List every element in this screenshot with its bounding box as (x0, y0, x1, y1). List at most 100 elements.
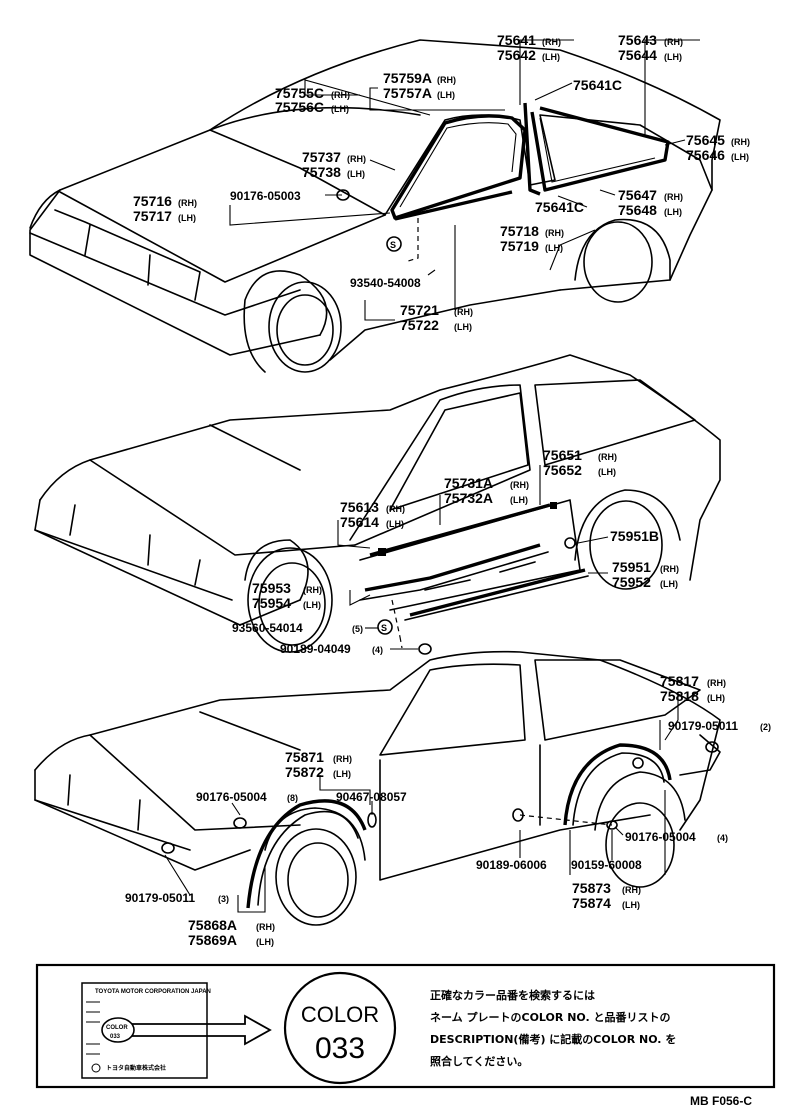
part-75737: 75737 (302, 149, 341, 165)
part-90467-08057: 90467-08057 (336, 790, 407, 804)
part-75952: 75952 (612, 574, 651, 590)
part-75647: 75647 (618, 187, 657, 203)
part-90189-04049: 90189-04049 (280, 642, 351, 656)
part-75641: 75641 (497, 32, 536, 48)
svg-text:(LH): (LH) (303, 600, 321, 610)
car-illustration-middle: S (34, 354, 721, 655)
svg-text:(RH): (RH) (510, 480, 529, 490)
svg-text:(RH): (RH) (331, 90, 350, 100)
part-75869A: 75869A (188, 932, 237, 948)
svg-text:(RH): (RH) (333, 754, 352, 764)
svg-text:(RH): (RH) (622, 885, 641, 895)
color-badge-title: COLOR (301, 1002, 379, 1027)
part-75719: 75719 (500, 238, 539, 254)
plate-footer: トヨタ自動車株式会社 (106, 1064, 166, 1072)
plate-color-number: 033 (110, 1034, 121, 1040)
part-75721: 75721 (400, 302, 439, 318)
part-75759A: 75759A (383, 70, 432, 86)
section1-leaders (229, 39, 700, 321)
svg-text:(LH): (LH) (333, 769, 351, 779)
part-93560-54014: 93560-54014 (232, 621, 303, 635)
svg-text:(LH): (LH) (664, 207, 682, 217)
svg-text:(LH): (LH) (664, 52, 682, 62)
part-75652: 75652 (543, 462, 582, 478)
part-75642: 75642 (497, 47, 536, 63)
part-75651: 75651 (543, 447, 582, 463)
svg-text:(LH): (LH) (386, 519, 404, 529)
plate-header: TOYOTA MOTOR CORPORATION JAPAN (95, 989, 211, 995)
color-note-text: 正確なカラー品番を検索するには ネーム プレートのCOLOR NO. と品番リス… (430, 988, 676, 1068)
car-illustration-top: S (29, 39, 721, 373)
svg-text:(LH): (LH) (256, 937, 274, 947)
svg-text:(RH): (RH) (545, 228, 564, 238)
svg-text:(RH): (RH) (660, 564, 679, 574)
part-75953: 75953 (252, 580, 291, 596)
plate-color-word: COLOR (106, 1025, 128, 1031)
part-90176-05004-right: 90176-05004 (625, 830, 696, 844)
part-90176-05004-left: 90176-05004 (196, 790, 267, 804)
svg-text:(RH): (RH) (707, 678, 726, 688)
svg-text:(LH): (LH) (347, 169, 365, 179)
svg-text:(5): (5) (352, 624, 363, 634)
part-75818: 75818 (660, 688, 699, 704)
svg-text:(RH): (RH) (731, 137, 750, 147)
part-75873: 75873 (572, 880, 611, 896)
part-75868A: 75868A (188, 917, 237, 933)
part-75757A: 75757A (383, 85, 432, 101)
svg-text:(2): (2) (760, 722, 771, 732)
note-line-1: 正確なカラー品番を検索するには (430, 988, 595, 1002)
color-badge: COLOR 033 (283, 971, 397, 1085)
part-75613: 75613 (340, 499, 379, 515)
svg-text:(RH): (RH) (542, 37, 561, 47)
part-75643: 75643 (618, 32, 657, 48)
svg-text:(RH): (RH) (437, 75, 456, 85)
part-75954: 75954 (252, 595, 291, 611)
part-75717: 75717 (133, 208, 172, 224)
part-75951: 75951 (612, 559, 651, 575)
svg-text:(RH): (RH) (178, 198, 197, 208)
diagram-code: MB F056-C (690, 1094, 752, 1108)
note-line-2: ネーム プレートのCOLOR NO. と品番リストの (430, 1010, 671, 1024)
part-75716: 75716 (133, 193, 172, 209)
section3-labels: 75817 (RH) 75818 (LH) 90179-05011 (2) 75… (125, 673, 771, 948)
part-90189-06006: 90189-06006 (476, 858, 547, 872)
part-90179-05011-left: 90179-05011 (125, 891, 195, 905)
svg-text:(LH): (LH) (178, 213, 196, 223)
svg-text:(3): (3) (218, 894, 229, 904)
color-badge-number: 033 (315, 1032, 365, 1065)
svg-text:(LH): (LH) (707, 693, 725, 703)
part-75732A: 75732A (444, 490, 493, 506)
svg-text:(LH): (LH) (454, 322, 472, 332)
svg-text:(4): (4) (372, 645, 383, 655)
color-note-box: TOYOTA MOTOR CORPORATION JAPAN COLOR 033… (35, 963, 776, 1089)
part-75648: 75648 (618, 202, 657, 218)
section1-labels: 75641 (RH) 75642 (LH) 75643 (RH) 75644 (… (133, 32, 750, 333)
part-75641C-mid: 75641C (535, 199, 584, 215)
svg-text:(LH): (LH) (542, 52, 560, 62)
svg-text:(RH): (RH) (664, 37, 683, 47)
svg-text:(RH): (RH) (347, 154, 366, 164)
svg-text:(8): (8) (287, 793, 298, 803)
svg-text:(RH): (RH) (664, 192, 683, 202)
svg-text:(LH): (LH) (598, 467, 616, 477)
part-75718: 75718 (500, 223, 539, 239)
svg-text:(LH): (LH) (437, 90, 455, 100)
clip-symbol-s: S (390, 240, 396, 250)
svg-text:(RH): (RH) (386, 504, 405, 514)
section2-leaders (337, 465, 609, 650)
part-75871: 75871 (285, 749, 324, 765)
note-line-3: DESCRIPTION(備考) に記載のCOLOR NO. を (430, 1032, 676, 1046)
svg-text:(4): (4) (717, 833, 728, 843)
section3-leaders (164, 695, 679, 913)
svg-text:(RH): (RH) (454, 307, 473, 317)
svg-text:(RH): (RH) (598, 452, 617, 462)
note-line-4: 照合してください。 (430, 1054, 528, 1068)
part-75817: 75817 (660, 673, 699, 689)
part-75872: 75872 (285, 764, 324, 780)
part-93540-54008: 93540-54008 (350, 276, 421, 290)
name-plate-illustration: TOYOTA MOTOR CORPORATION JAPAN COLOR 033… (81, 982, 272, 1079)
svg-text:S: S (381, 623, 387, 633)
part-90159-60008: 90159-60008 (571, 858, 642, 872)
svg-text:(LH): (LH) (660, 579, 678, 589)
